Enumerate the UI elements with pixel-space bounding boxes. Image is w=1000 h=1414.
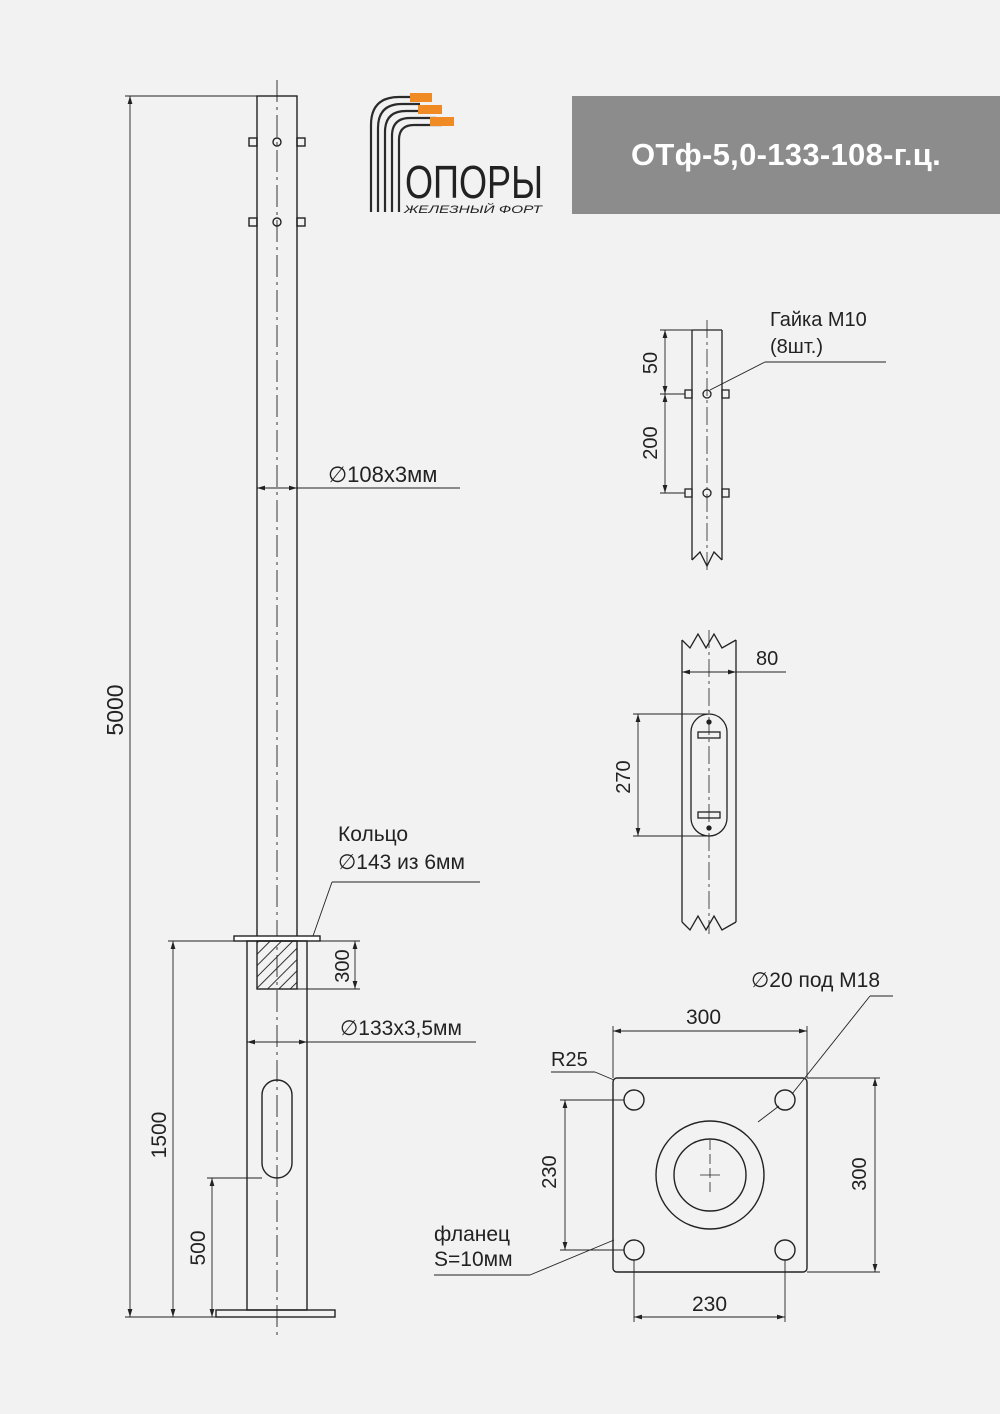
flange-title-label: фланец bbox=[434, 1223, 510, 1246]
hatch-height-label: 270 bbox=[613, 760, 635, 793]
hole-spacing-h-label: 230 bbox=[692, 1293, 727, 1316]
logo-subtitle: ЖЕЛЕЗНЫЙ ФОРТ bbox=[403, 203, 544, 216]
hole-spacing-v-label: 230 bbox=[539, 1155, 561, 1188]
upper-pipe-label: ∅108х3мм bbox=[328, 462, 437, 487]
flange-height-dim-label: 300 bbox=[849, 1157, 871, 1190]
hole-label: ∅20 под М18 bbox=[751, 969, 880, 992]
product-title-box: ОТф-5,0-133-108-г.ц. bbox=[572, 96, 1000, 214]
hatch-detail bbox=[681, 630, 737, 934]
ring-title-label: Кольцо bbox=[338, 823, 408, 846]
insert-dim-label: 300 bbox=[332, 949, 354, 982]
logo: ОПОРЫ ЖЕЛЕЗНЫЙ ФОРТ bbox=[369, 93, 544, 216]
logo-bricks-icon bbox=[410, 93, 454, 126]
nut-label: Гайка М10 bbox=[770, 309, 867, 331]
hatch-width-dim-label: 80 bbox=[756, 648, 778, 670]
logo-title: ОПОРЫ bbox=[405, 156, 543, 208]
flange-thickness-label: S=10мм bbox=[434, 1248, 513, 1271]
pole-elevation bbox=[215, 80, 336, 1338]
flange-width-dim-label: 300 bbox=[686, 1006, 721, 1029]
logo-arcs-icon bbox=[369, 95, 442, 212]
nut-spacing-dim-label: 200 bbox=[640, 426, 662, 459]
hatch-dimensions bbox=[633, 669, 786, 837]
pole-bolt-holes bbox=[248, 137, 306, 227]
flange-dimensions bbox=[434, 995, 893, 1322]
service-hatch bbox=[261, 1079, 293, 1179]
nut-top-dim-label: 50 bbox=[640, 352, 662, 374]
product-code: ОТф-5,0-133-108-г.ц. bbox=[630, 137, 942, 172]
nut-detail bbox=[684, 320, 730, 570]
ring-plate bbox=[233, 935, 321, 942]
pole-dimensions bbox=[125, 95, 480, 1318]
base-flange bbox=[215, 1309, 336, 1318]
nut-dimensions bbox=[660, 329, 886, 494]
nut-count-label: (8шт.) bbox=[770, 336, 823, 358]
lower-height-dim-label: 1500 bbox=[148, 1112, 171, 1159]
radius-label: R25 bbox=[551, 1049, 588, 1071]
ring-spec-label: ∅143 из 6мм bbox=[338, 851, 465, 874]
height-dim-label: 5000 bbox=[102, 684, 128, 735]
lower-pipe-label: ∅133х3,5мм bbox=[340, 1017, 462, 1040]
hatch-height-dim-label: 500 bbox=[187, 1230, 210, 1265]
insert-section bbox=[256, 940, 298, 990]
